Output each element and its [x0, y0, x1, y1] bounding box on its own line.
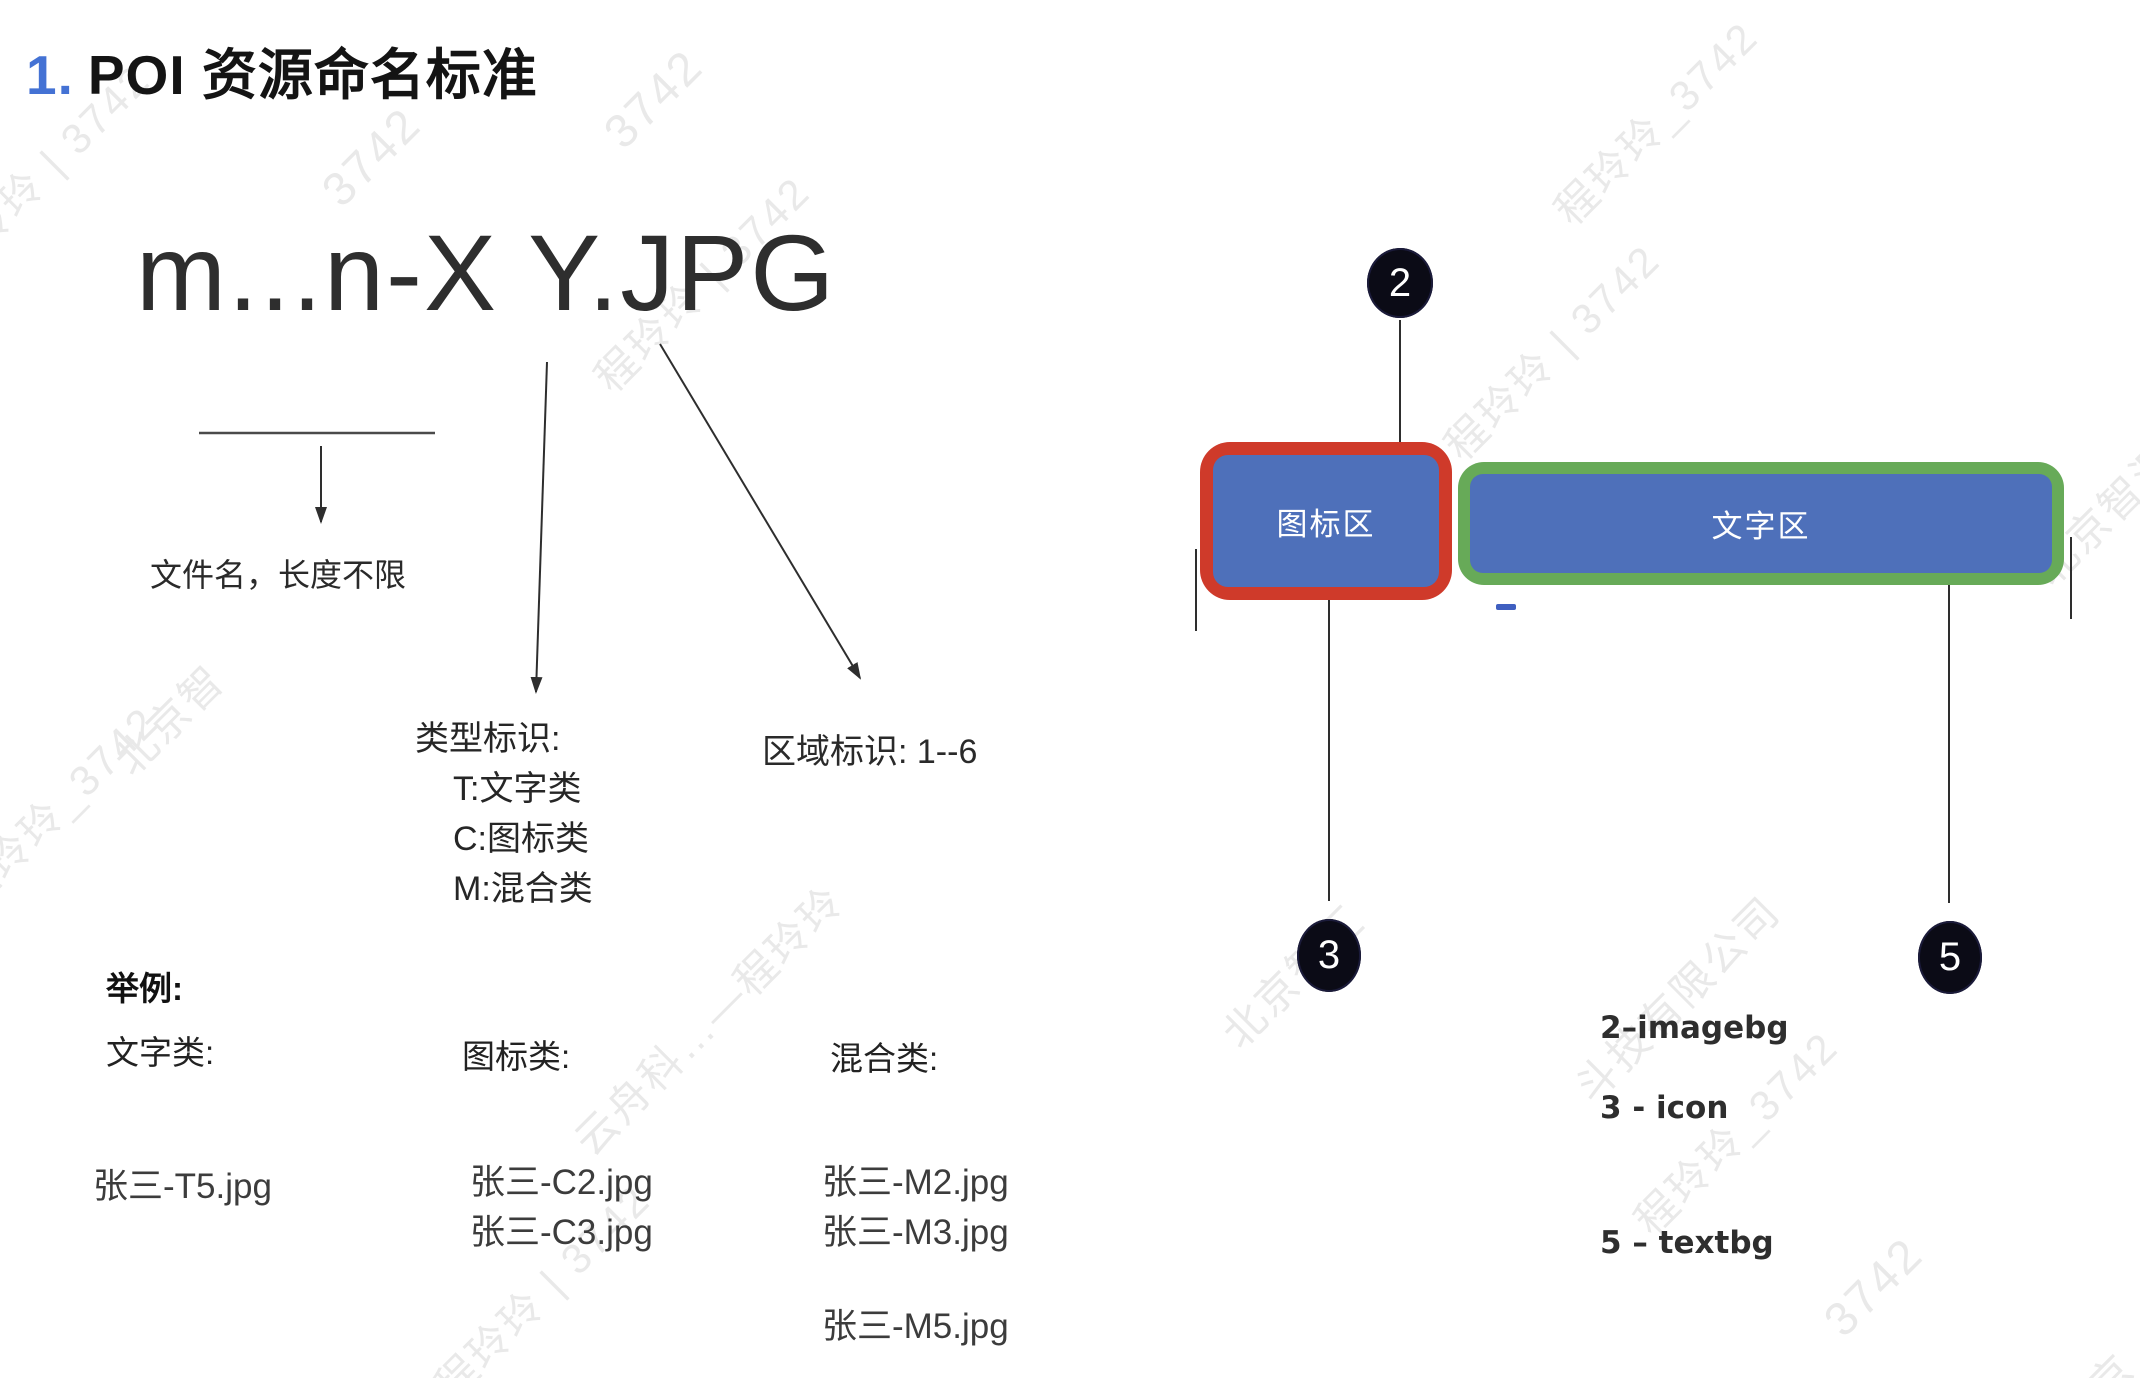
example-filename: 张三-T5.jpg: [93, 1167, 272, 1206]
example-filename: 张三-C3.jpg: [470, 1213, 653, 1252]
callout-2: 2: [1367, 248, 1433, 318]
watermark: 云舟科…—程玲玲: [565, 876, 854, 1165]
watermark: 程玲玲_3742: [0, 697, 168, 920]
region-note: 区域标识: 1--6: [762, 733, 978, 771]
examples-column-label: 文字类:: [106, 1034, 215, 1071]
example-filename: 张三-M3.jpg: [822, 1213, 1009, 1252]
callout-5-number: 5: [1938, 935, 1962, 979]
watermark: 程玲玲_3742: [1625, 1022, 1848, 1245]
watermark: 程玲玲_3742: [1545, 12, 1768, 235]
watermark: 斗技有限公司: [1565, 887, 1790, 1112]
legend-imagebg: 2–imagebg: [1600, 1010, 1789, 1046]
examples-heading: 举例:: [106, 970, 183, 1007]
text-area-label: 文字区: [1711, 509, 1811, 544]
type-item: T:文字类: [453, 769, 582, 808]
callout-2-number: 2: [1388, 260, 1412, 305]
arrow-type: [530, 361, 548, 694]
page-title: 1.POI 资源命名标准: [26, 30, 538, 110]
watermark: 北京: [2040, 1337, 2140, 1378]
legend-icon: 3 - icon: [1600, 1090, 1729, 1126]
type-item: M:混合类: [453, 869, 593, 908]
examples-column-label: 图标类:: [462, 1038, 571, 1075]
callout-3-number: 3: [1317, 933, 1341, 977]
legend-textbg: 5 – textbg: [1600, 1225, 1774, 1261]
text-area-box: 文字区: [1458, 462, 2064, 585]
type-label: 类型标识:: [415, 720, 561, 758]
callout-5: 5: [1918, 921, 1982, 994]
callout-3: 3: [1297, 919, 1361, 992]
artifact-blue-dash: [1496, 604, 1516, 610]
filename-note: 文件名，长度不限: [150, 557, 407, 593]
icon-area-fill: 图标区: [1213, 455, 1439, 587]
icon-area-label: 图标区: [1276, 506, 1376, 542]
watermark: 3742: [593, 38, 714, 159]
title-text: POI 资源命名标准: [87, 44, 538, 106]
watermark: 3742: [1813, 1226, 1934, 1347]
title-number: 1.: [26, 44, 74, 106]
icon-area-box: 图标区: [1200, 442, 1452, 600]
example-filename: 张三-C2.jpg: [470, 1163, 653, 1202]
arrow-region: [659, 343, 862, 680]
type-item: C:图标类: [453, 819, 589, 858]
watermark: 北京智: [105, 655, 235, 785]
naming-formula: m...n-X Y.JPG: [136, 212, 837, 333]
watermark: 3742: [311, 96, 432, 217]
examples-column-label: 混合类:: [830, 1040, 939, 1077]
watermark: 程玲玲 | 3742: [1435, 235, 1670, 470]
text-area-fill: 文字区: [1470, 474, 2052, 573]
example-filename: 张三-M2.jpg: [822, 1163, 1009, 1202]
example-filename: 张三-M5.jpg: [822, 1307, 1009, 1346]
type-legend: 类型标识: T:文字类 C:图标类 M:混合类: [415, 715, 593, 915]
